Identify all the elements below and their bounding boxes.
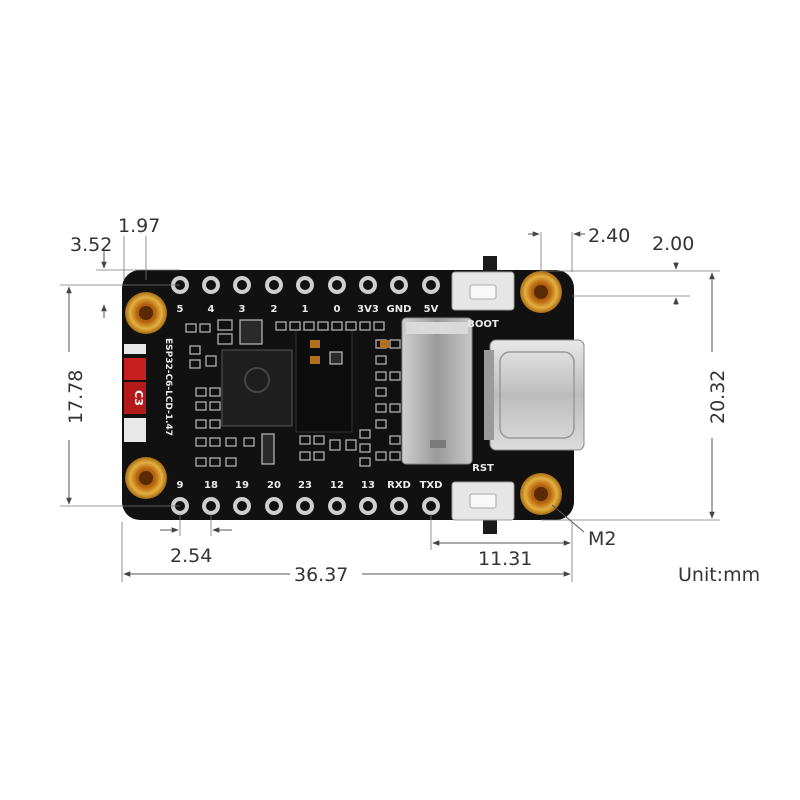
dim-3-52: 3.52 <box>70 234 112 256</box>
dim-17-78: 17.78 <box>65 370 87 424</box>
top-header-pads <box>171 276 440 294</box>
smd-components <box>185 319 401 467</box>
chip-marking: C3 <box>132 390 145 406</box>
pin-label: 19 <box>235 480 249 491</box>
rst-button-stub <box>483 518 497 534</box>
dim-2-00: 2.00 <box>652 233 694 255</box>
esp32-chip <box>221 329 353 433</box>
mounting-holes <box>125 271 562 515</box>
dim-20-32: 20.32 <box>707 370 729 424</box>
boot-button <box>451 271 515 311</box>
dim-1-97: 1.97 <box>118 215 160 237</box>
hole-size-label: M2 <box>588 528 616 550</box>
pin-label: 13 <box>361 480 375 491</box>
pin-label: 9 <box>177 480 184 491</box>
pin-label: 12 <box>330 480 344 491</box>
pin-label: 5V <box>424 304 439 315</box>
rst-label: RST <box>472 463 494 474</box>
unit-label: Unit:mm <box>678 564 760 586</box>
pin-label: TXD <box>420 480 443 491</box>
usb-c-port <box>484 339 585 451</box>
pin-label: GND <box>387 304 412 315</box>
pin-label: 18 <box>204 480 218 491</box>
rgb-led-area: C3 <box>124 344 146 442</box>
lcd-connector <box>401 317 473 465</box>
dimension-labels: 1.97 3.52 2.40 2.00 17.78 20.32 2.54 11.… <box>65 215 760 586</box>
pin-label: 4 <box>208 304 215 315</box>
dim-11-31: 11.31 <box>478 548 532 570</box>
pin-label: 3 <box>239 304 246 315</box>
bottom-pin-labels: 9 18 19 20 23 12 13 RXD TXD <box>177 480 443 491</box>
board-model-label: ESP32-C6-LCD-1.47 <box>163 338 173 436</box>
dim-36-37: 36.37 <box>294 564 348 586</box>
rst-button <box>451 481 515 521</box>
pin-label: 1 <box>302 304 309 315</box>
top-pin-labels: 5 4 3 2 1 0 3V3 GND 5V <box>177 304 439 315</box>
pin-label: 23 <box>298 480 312 491</box>
pin-label: 0 <box>334 304 341 315</box>
dimension-lines <box>60 231 720 582</box>
pin-label: 20 <box>267 480 281 491</box>
bottom-header-pads <box>171 497 440 515</box>
dim-2-54: 2.54 <box>170 545 212 567</box>
pin-label: 5 <box>177 304 184 315</box>
boot-button-stub <box>483 256 497 272</box>
pin-label: 2 <box>271 304 278 315</box>
pin-label: RXD <box>387 480 411 491</box>
pin-label: 3V3 <box>357 304 379 315</box>
dim-2-40: 2.40 <box>588 225 630 247</box>
boot-label: BOOT <box>467 319 499 330</box>
